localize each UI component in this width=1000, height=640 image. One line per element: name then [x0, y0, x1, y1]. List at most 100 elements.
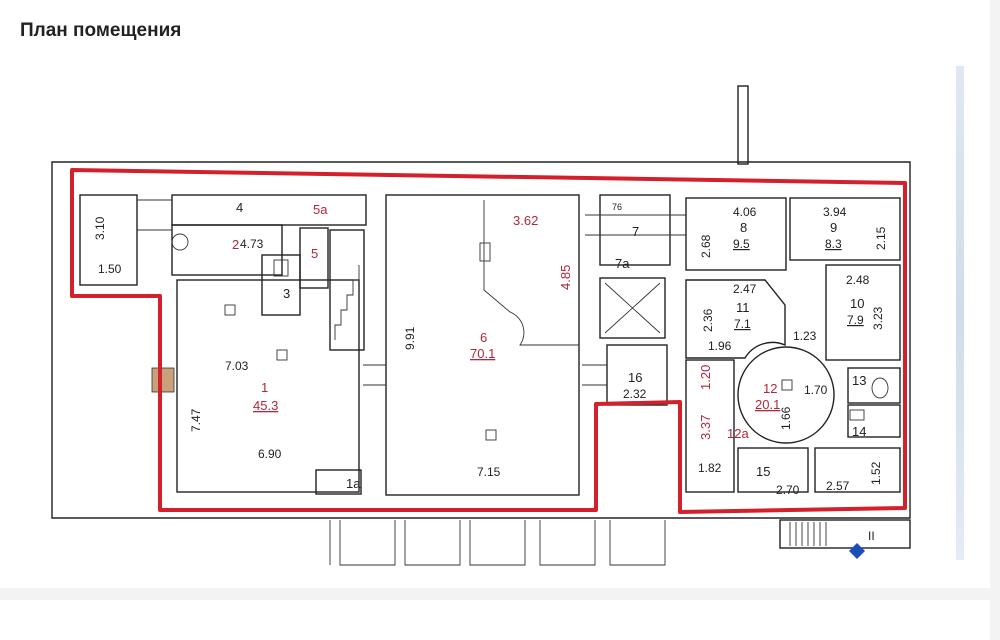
stair-marker-icon [849, 543, 865, 559]
label-area-70-1: 70.1 [470, 346, 495, 361]
room-15 [737, 447, 809, 493]
label-area-45-3: 45.3 [253, 398, 278, 413]
label-4-06: 4.06 [733, 205, 757, 219]
label-area-20-1: 20.1 [755, 397, 780, 412]
label-2-48: 2.48 [846, 273, 870, 287]
label-room-10: 10 [850, 296, 864, 311]
room-11 [685, 279, 786, 359]
label-3-94: 3.94 [823, 205, 847, 219]
label-room-13: 13 [852, 373, 866, 388]
label-1-66: 1.66 [779, 406, 793, 430]
label-1-20: 1.20 [698, 365, 713, 390]
label-room-3: 3 [283, 286, 290, 301]
label-area-8-3: 8.3 [825, 237, 842, 251]
staircase [329, 229, 365, 351]
label-2-70: 2.70 [776, 483, 800, 497]
building-walls [51, 85, 911, 566]
column-marker-1 [276, 349, 288, 361]
label-room-5: 5 [311, 246, 318, 261]
room-5 [299, 227, 329, 289]
room-12a [685, 359, 735, 493]
room-14 [847, 404, 901, 438]
room-13 [847, 367, 901, 404]
elevator-shaft [599, 277, 666, 339]
room-10 [825, 264, 901, 361]
room-left-small [79, 194, 138, 286]
room-9 [789, 197, 901, 261]
label-room-12a: 12а [727, 426, 749, 441]
label-room-7: 7 [632, 224, 639, 239]
label-76: 76 [612, 202, 622, 212]
label-7-47: 7.47 [189, 408, 203, 432]
label-room-6: 6 [480, 330, 487, 345]
lower-compartments [329, 520, 666, 566]
dimension-labels: 3.10 1.50 4 5а 2 4.73 5 3 7.03 1 45.3 7.… [93, 200, 888, 543]
label-1-50: 1.50 [98, 262, 122, 276]
room-1a [315, 469, 362, 495]
label-2-47: 2.47 [733, 282, 757, 296]
label-1-70: 1.70 [804, 383, 828, 397]
label-room-11: 11 [736, 300, 750, 315]
label-1-52: 1.52 [869, 461, 883, 485]
label-room-16: 16 [628, 370, 642, 385]
entrance-steps [789, 522, 827, 546]
room-8 [685, 197, 787, 271]
elevator-cross [604, 282, 661, 334]
room-6-partition [483, 200, 579, 346]
stairs [334, 265, 360, 340]
label-3-37: 3.37 [698, 415, 713, 440]
toilet-symbol [273, 259, 289, 277]
toilet-symbol-13 [871, 377, 889, 399]
label-9-91: 9.91 [403, 326, 417, 350]
label-6-90: 6.90 [258, 447, 282, 461]
label-area-7-1: 7.1 [734, 317, 751, 331]
label-3-23: 3.23 [871, 306, 885, 330]
label-2-15: 2.15 [874, 226, 888, 250]
window-marks [137, 199, 686, 386]
chimney [737, 85, 749, 165]
page-title: План помещения [20, 20, 182, 41]
label-room-2: 2 [232, 237, 239, 252]
socket-marker [224, 304, 236, 316]
label-3-10: 3.10 [93, 216, 107, 240]
floorplan-card [0, 0, 990, 588]
room-7 [599, 194, 671, 266]
room-3 [261, 254, 301, 316]
entrance-stair [779, 519, 911, 549]
leased-area-boundary [70, 168, 907, 514]
label-area-7-9: 7.9 [847, 313, 864, 327]
label-room-9: 9 [830, 220, 837, 235]
label-ii: II [868, 529, 875, 543]
label-room-1: 1 [261, 380, 268, 395]
hatched-column [151, 367, 175, 393]
room-4 [171, 194, 367, 226]
label-7-03: 7.03 [225, 359, 249, 373]
room-2 [171, 224, 283, 276]
column-marker-6 [485, 429, 497, 441]
label-4-73: 4.73 [240, 237, 264, 251]
label-1-96: 1.96 [708, 339, 732, 353]
label-3-62: 3.62 [513, 213, 538, 228]
label-1-23: 1.23 [793, 329, 817, 343]
label-room-8: 8 [740, 220, 747, 235]
label-room-14: 14 [852, 424, 866, 439]
column-marker-12 [781, 379, 793, 391]
label-room-1a: 1а [346, 476, 361, 491]
label-7-15: 7.15 [477, 465, 501, 479]
label-2-32: 2.32 [623, 387, 647, 401]
room-12 [737, 346, 835, 444]
label-room-5a: 5а [313, 202, 328, 217]
room-lower-right [814, 447, 901, 493]
label-2-57: 2.57 [826, 479, 850, 493]
label-2-68: 2.68 [699, 234, 713, 258]
label-room-4: 4 [236, 200, 243, 215]
boiler-symbol [171, 233, 189, 251]
sink-symbol [849, 409, 865, 421]
label-2-36: 2.36 [701, 308, 715, 332]
label-room-15: 15 [756, 464, 770, 479]
label-1-82: 1.82 [698, 461, 722, 475]
scan-edge [956, 66, 964, 560]
room-1 [176, 279, 360, 493]
label-4-85: 4.85 [558, 265, 573, 290]
